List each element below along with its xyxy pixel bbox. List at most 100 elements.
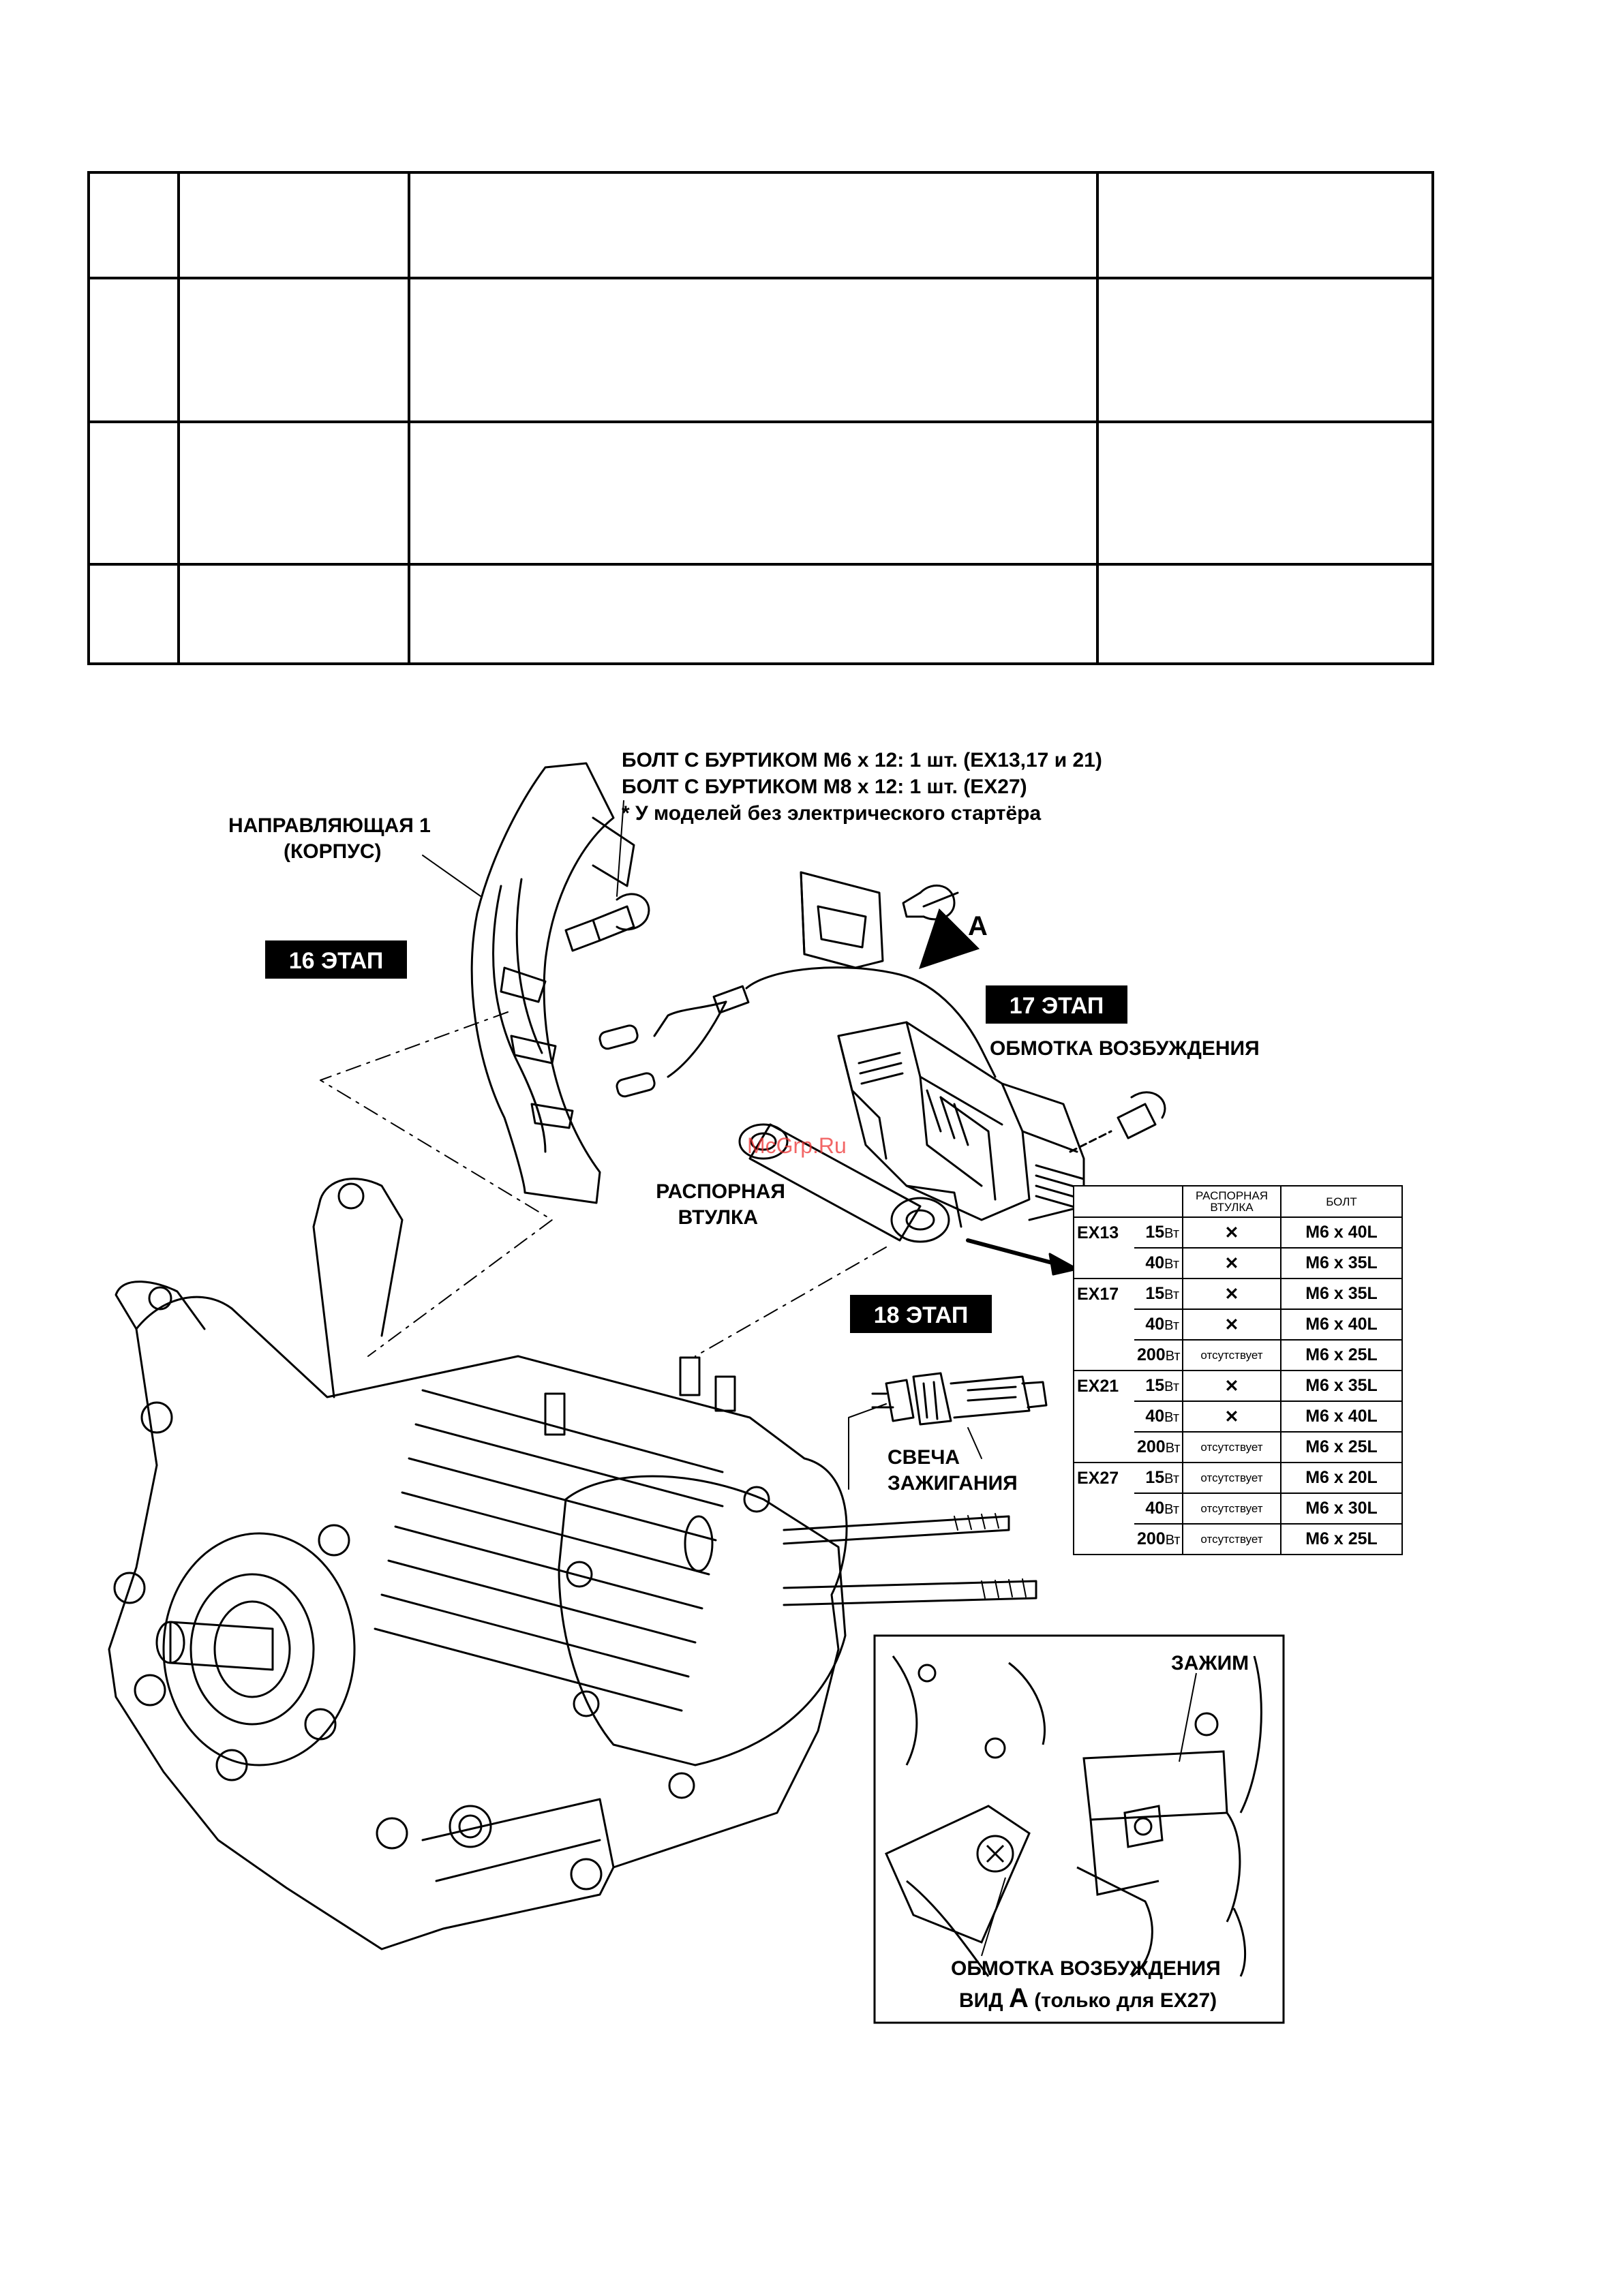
grid-cell xyxy=(1096,563,1434,665)
stage18-label: 18 ЭТАП xyxy=(874,1302,969,1328)
spec-power: 15Вт xyxy=(1134,1462,1183,1494)
spec-spacer: отсутствует xyxy=(1182,1339,1281,1371)
clamp-plate-drawing xyxy=(800,871,959,969)
spec-bolt: M6 x 40L xyxy=(1280,1216,1403,1249)
spec-power: 15Вт xyxy=(1134,1278,1183,1310)
spec-model xyxy=(1073,1493,1134,1524)
clamp-label: ЗАЖИМ xyxy=(1171,1652,1249,1674)
spec-power: 40Вт xyxy=(1134,1400,1183,1433)
excitation-coil-label: ОБМОТКА ВОЗБУЖДЕНИЯ xyxy=(990,1037,1260,1060)
spec-model xyxy=(1073,1524,1134,1555)
collar-bolt-drawing xyxy=(564,893,650,952)
spec-spacer: отсутствует xyxy=(1182,1431,1281,1463)
spec-spacer: ✕ xyxy=(1182,1247,1281,1279)
guide-housing-drawing xyxy=(470,762,635,1204)
spec-bolt: M6 x 20L xyxy=(1280,1462,1403,1494)
spacer-sleeve-drawing xyxy=(738,1123,962,1243)
guide-label-line1: НАПРАВЛЯЮЩАЯ 1 xyxy=(228,814,431,837)
grid-cell xyxy=(177,171,410,279)
bolt-label-line1: БОЛТ С БУРТИКОМ М6 х 12: 1 шт. (EX13,17 … xyxy=(622,749,1102,771)
grid-cell xyxy=(1096,277,1434,423)
spec-bolt: M6 x 40L xyxy=(1280,1308,1403,1341)
spec-power: 40Вт xyxy=(1134,1493,1183,1525)
spec-spacer: ✕ xyxy=(1182,1216,1281,1249)
coil-bolt-drawing xyxy=(1069,1091,1166,1153)
grid-cell xyxy=(87,277,180,423)
stage18-badge xyxy=(850,1295,992,1333)
excitation-coil-drawing xyxy=(837,1021,1085,1221)
spec-model: EX17 xyxy=(1073,1278,1134,1309)
spec-spacer: ✕ xyxy=(1182,1400,1281,1433)
spec-bolt: M6 x 30L xyxy=(1280,1493,1403,1525)
spec-spacer: отсутствует xyxy=(1182,1493,1281,1525)
stage17-label: 17 ЭТАП xyxy=(1010,993,1104,1019)
spec-bolt: M6 x 25L xyxy=(1280,1431,1403,1463)
grid-cell xyxy=(177,563,410,665)
spec-spacer: ✕ xyxy=(1182,1370,1281,1402)
spec-header-bolt: БОЛТ xyxy=(1280,1185,1403,1218)
view-arrow-label: A xyxy=(968,911,988,941)
grid-cell xyxy=(408,277,1099,423)
spec-spacer: ✕ xyxy=(1182,1308,1281,1341)
inset-view-caption: ВИД A (только для EX27) xyxy=(959,1983,1217,2013)
grid-cell xyxy=(177,277,410,423)
spec-row: 40Вт✕M6 x 35L xyxy=(1073,1247,1403,1279)
spec-header-blank xyxy=(1073,1185,1134,1218)
spacer-label-line2: ВТУЛКА xyxy=(678,1206,758,1229)
spec-row: 40Вт✕M6 x 40L xyxy=(1073,1308,1403,1341)
spec-power: 40Вт xyxy=(1134,1308,1183,1341)
stage16-badge xyxy=(265,940,407,979)
watermark: McGrp.Ru xyxy=(747,1133,847,1158)
grid-cell xyxy=(87,420,180,566)
spec-model: EX27 xyxy=(1073,1462,1134,1493)
spec-spacer: отсутствует xyxy=(1182,1462,1281,1494)
spec-power: 200Вт xyxy=(1134,1339,1183,1371)
bolt-label-line2: БОЛТ С БУРТИКОМ М8 х 12: 1 шт. (EX27) xyxy=(622,776,1027,798)
spec-spacer: ✕ xyxy=(1182,1278,1281,1310)
spec-bolt: M6 x 35L xyxy=(1280,1278,1403,1310)
spec-power: 15Вт xyxy=(1134,1370,1183,1402)
spec-power: 200Вт xyxy=(1134,1523,1183,1555)
grid-cell xyxy=(87,563,180,665)
spec-bolt: M6 x 25L xyxy=(1280,1339,1403,1371)
spacer-label-line1: РАСПОРНАЯ xyxy=(656,1180,785,1203)
spec-model xyxy=(1073,1248,1134,1279)
engine-block-drawing xyxy=(108,1178,1037,1950)
stage16-label: 16 ЭТАП xyxy=(289,948,384,974)
wire-connectors-drawing xyxy=(598,966,997,1098)
spec-model xyxy=(1073,1432,1134,1463)
spark-plug-label-line1: СВЕЧА xyxy=(888,1446,960,1469)
grid-cell xyxy=(408,171,1099,279)
spec-model: EX13 xyxy=(1073,1216,1134,1248)
spec-row: 40Вт✕M6 x 40L xyxy=(1073,1400,1403,1433)
spec-model xyxy=(1073,1340,1134,1371)
spec-power: 15Вт xyxy=(1134,1216,1183,1249)
stage17-badge xyxy=(986,985,1127,1024)
grid-cell xyxy=(408,563,1099,665)
spec-power: 40Вт xyxy=(1134,1247,1183,1279)
inset-view-a xyxy=(873,1634,1285,2024)
spec-bolt: M6 x 25L xyxy=(1280,1523,1403,1555)
spec-header-blank xyxy=(1134,1185,1183,1218)
spark-plug-drawing xyxy=(871,1372,1048,1426)
grid-cell xyxy=(87,171,180,279)
inset-coil-label: ОБМОТКА ВОЗБУЖДЕНИЯ xyxy=(951,1957,1221,1980)
spec-spacer: отсутствует xyxy=(1182,1523,1281,1555)
spec-model xyxy=(1073,1401,1134,1432)
grid-cell xyxy=(1096,171,1434,279)
spec-bolt: M6 x 40L xyxy=(1280,1400,1403,1433)
spark-plug-label-line2: ЗАЖИГАНИЯ xyxy=(888,1472,1018,1495)
empty-grid-table xyxy=(87,171,1434,665)
guide-label-line2: (КОРПУС) xyxy=(284,840,382,863)
spec-model: EX21 xyxy=(1073,1370,1134,1401)
spec-bolt: M6 x 35L xyxy=(1280,1247,1403,1279)
